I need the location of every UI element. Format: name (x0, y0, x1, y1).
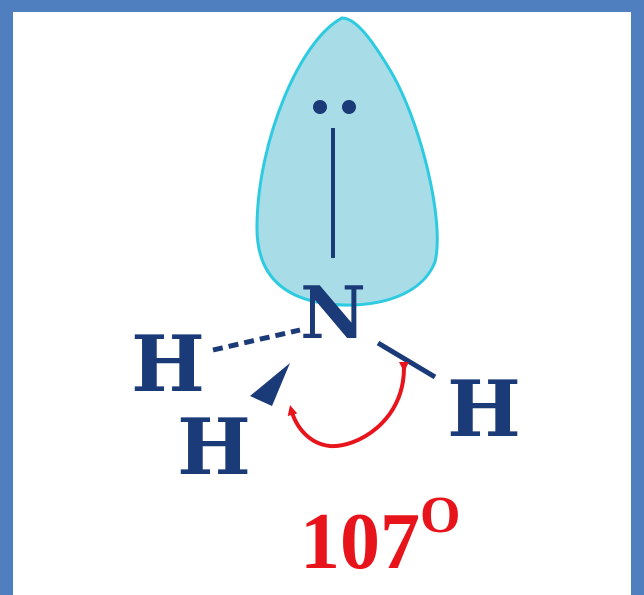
bond-angle-arrow (287, 361, 410, 449)
lone-pair-orbital (255, 16, 439, 307)
wedge-bond-front (250, 363, 290, 406)
bond-angle-value: 107 (300, 498, 420, 586)
degree-symbol: O (420, 487, 460, 544)
lone-pair-electron (313, 100, 327, 114)
bond-angle-label: 107O (300, 487, 460, 586)
dashed-bond-left (212, 327, 301, 353)
hydrogen-atom-front: H (177, 402, 251, 493)
hydrogen-atom-left: H (131, 319, 205, 410)
bond-right (376, 340, 437, 380)
lone-pair-electron (342, 100, 356, 114)
nitrogen-atom: N (300, 270, 366, 355)
hydrogen-atom-right: H (447, 364, 521, 455)
